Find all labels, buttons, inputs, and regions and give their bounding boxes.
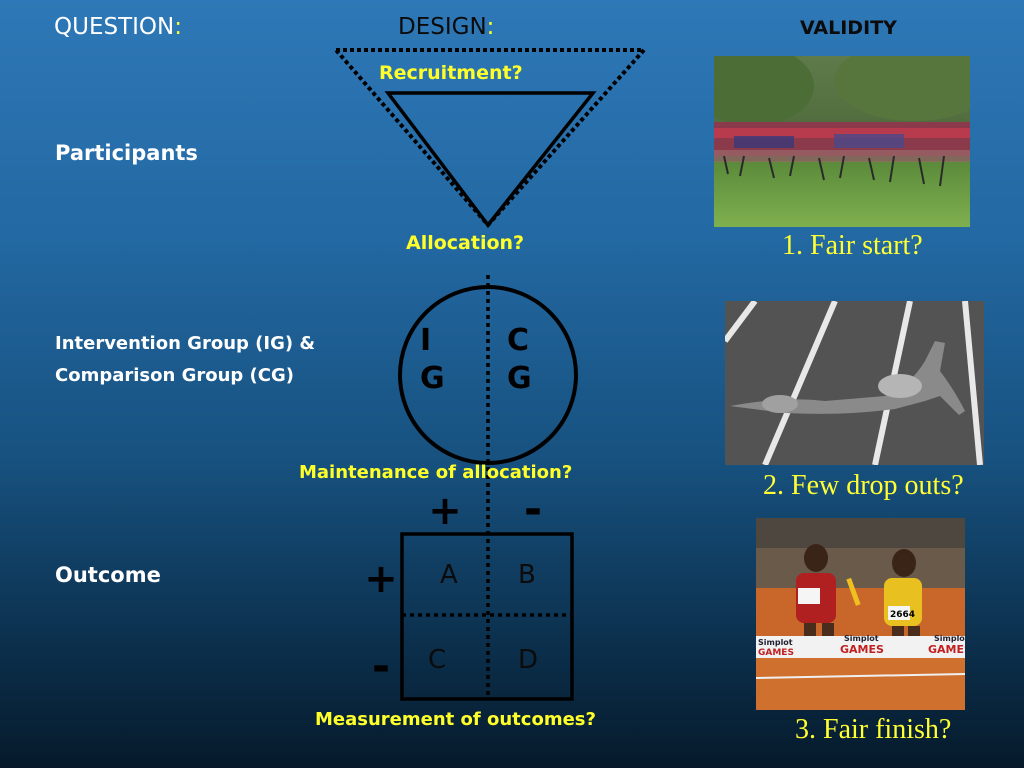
runner-bib-number: 2664 xyxy=(890,610,915,620)
banner-right: Simplot xyxy=(934,634,965,643)
header-question-colon: : xyxy=(174,14,182,40)
label-measurement: Measurement of outcomes? xyxy=(315,709,596,730)
label-outcome: Outcome xyxy=(55,563,161,587)
label-groups: Intervention Group (IG) & Comparison Gro… xyxy=(55,328,315,392)
cell-b: B xyxy=(518,560,536,590)
header-design-colon: : xyxy=(486,14,495,40)
cell-c: C xyxy=(428,645,446,675)
circle-c: C xyxy=(507,323,529,358)
label-groups-line2: Comparison Group (CG) xyxy=(55,365,294,386)
header-design: DESIGN: xyxy=(398,14,494,40)
banner-mid: Simplot xyxy=(844,634,879,643)
header-question-text: QUESTION xyxy=(54,14,175,40)
cell-a: A xyxy=(440,560,458,590)
caption-fair-start: 1. Fair start? xyxy=(782,230,923,261)
header-validity: VALIDITY xyxy=(800,17,897,39)
circle-g-left: G xyxy=(420,361,445,396)
label-recruitment: Recruitment? xyxy=(379,62,523,84)
runner-down-photo xyxy=(725,301,984,465)
label-allocation: Allocation? xyxy=(406,232,525,254)
cell-d: D xyxy=(518,645,538,675)
label-maintenance: Maintenance of allocation? xyxy=(299,462,573,483)
circle-i: I xyxy=(420,323,431,358)
row-minus-sign: - xyxy=(372,641,390,692)
col-minus-sign: - xyxy=(524,484,542,535)
label-groups-line1: Intervention Group (IG) & xyxy=(55,333,316,354)
inner-triangle xyxy=(384,91,597,228)
banner-right-sub: GAMES xyxy=(928,643,965,656)
caption-drop-outs: 2. Few drop outs? xyxy=(763,470,964,501)
outer-dotted-triangle xyxy=(331,48,649,229)
circle-g-right: G xyxy=(507,361,532,396)
race-start-photo xyxy=(714,56,970,227)
finish-line-photo: 2664 Simplot GAMES Simplot GAMES Simplot… xyxy=(756,518,965,710)
banner-left: Simplot xyxy=(758,638,793,647)
banner-left-sub: GAMES xyxy=(758,648,794,658)
header-design-text: DESIGN xyxy=(398,14,487,40)
row-plus-sign: + xyxy=(364,556,398,602)
col-plus-sign: + xyxy=(428,488,462,534)
banner-mid-sub: GAMES xyxy=(840,643,884,656)
design-diagram: I G C G + - + - A B C D xyxy=(331,48,649,701)
label-participants: Participants xyxy=(55,141,198,165)
caption-fair-finish: 3. Fair finish? xyxy=(795,714,952,745)
header-question: QUESTION: xyxy=(54,14,182,40)
